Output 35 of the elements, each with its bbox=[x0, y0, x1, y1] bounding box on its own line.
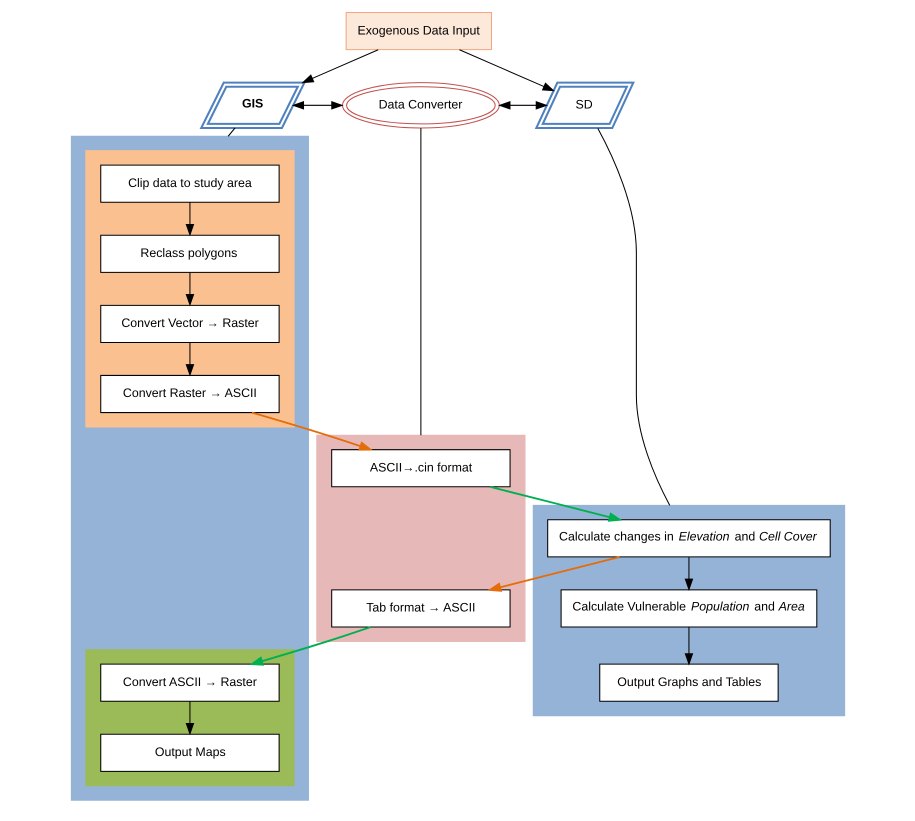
node-box: Calculate changes in Elevation and Cell Cover bbox=[546, 519, 830, 558]
arrow bbox=[251, 412, 373, 451]
node-box: ASCII→.cin format bbox=[330, 449, 510, 488]
node-box: Output Maps bbox=[100, 734, 280, 772]
node-box: Convert Vector → Raster bbox=[100, 304, 280, 343]
arrow bbox=[498, 100, 548, 110]
cluster bbox=[70, 136, 309, 801]
connector bbox=[596, 128, 670, 506]
arrow bbox=[185, 272, 194, 306]
node-box: Calculate Vulnerable Population and Area bbox=[560, 589, 817, 628]
arrow bbox=[300, 49, 378, 84]
connector bbox=[420, 128, 421, 436]
arrow bbox=[486, 556, 620, 592]
arrow bbox=[291, 100, 344, 110]
arrow bbox=[684, 627, 693, 666]
node-box: Output Graphs and Tables bbox=[598, 664, 778, 702]
node-ellipse: Data Converter bbox=[341, 82, 500, 129]
arrow bbox=[458, 49, 554, 92]
node-box: Convert ASCII → Raster bbox=[100, 664, 280, 702]
node-box: Reclass polygons bbox=[100, 234, 280, 273]
arrow bbox=[185, 202, 194, 236]
cluster bbox=[84, 150, 294, 428]
arrow bbox=[185, 702, 194, 736]
arrow bbox=[185, 342, 194, 377]
node-box: Exogenous Data Input bbox=[345, 12, 492, 50]
cluster bbox=[84, 649, 294, 786]
arrow bbox=[684, 557, 693, 591]
node-box: Clip data to study area bbox=[100, 164, 280, 203]
node-box: Convert Raster → ASCII bbox=[100, 374, 280, 414]
cluster bbox=[316, 434, 526, 642]
cluster bbox=[532, 504, 845, 716]
connector bbox=[227, 128, 235, 137]
arrow bbox=[490, 486, 622, 522]
arrow bbox=[248, 626, 370, 666]
node-box: Tab format → ASCII bbox=[330, 589, 510, 628]
